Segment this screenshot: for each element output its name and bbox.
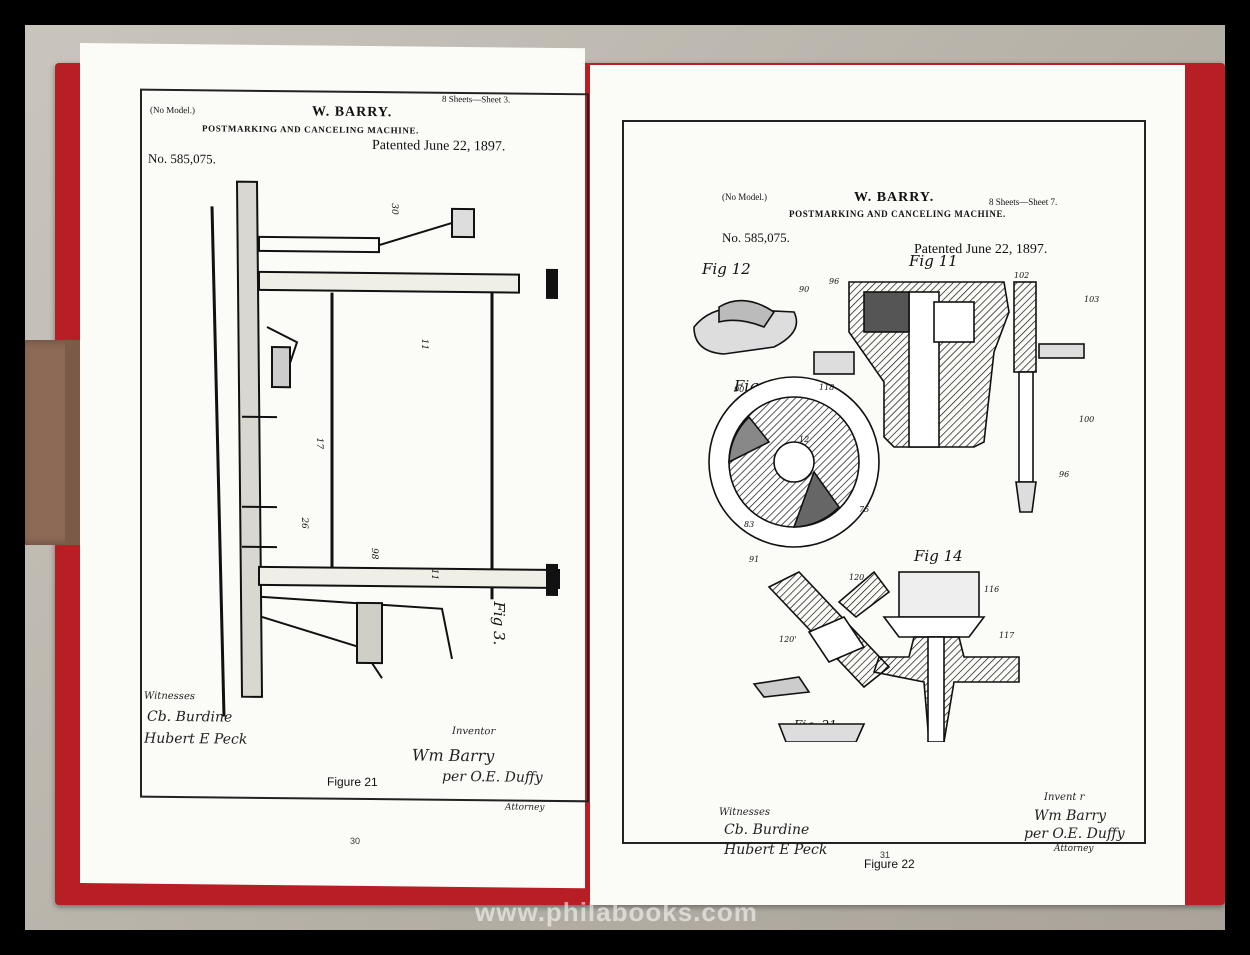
svg-text:83: 83 <box>744 520 754 529</box>
svg-text:120': 120' <box>779 635 796 644</box>
page-number: 30 <box>350 835 361 846</box>
fig-14-label: Fig 14 <box>914 547 963 565</box>
svg-text:103: 103 <box>1084 295 1099 304</box>
patent-drawing-fig3: 30 11 26 17 11 98 <box>210 180 560 717</box>
svg-text:91: 91 <box>749 555 759 564</box>
svg-text:98: 98 <box>369 548 379 560</box>
svg-text:117: 117 <box>999 631 1015 640</box>
svg-text:96: 96 <box>1059 470 1069 479</box>
witnesses-label: Witnesses <box>719 807 770 818</box>
witness-signature-1: Cb. Burdine <box>147 708 233 726</box>
watermark: www.philabooks.com <box>475 897 758 927</box>
svg-text:90: 90 <box>734 385 744 394</box>
model-note: (No Model.) <box>722 192 767 202</box>
inventor-name: W. BARRY. <box>854 190 935 205</box>
patent-number: No. 585,075. <box>148 150 216 167</box>
svg-text:90: 90 <box>799 285 809 294</box>
svg-text:17: 17 <box>314 437 324 449</box>
witness-signature-2: Hubert E Peck <box>144 730 248 748</box>
right-page: (No Model.) 8 Sheets—Sheet 7. W. BARRY. … <box>590 65 1185 905</box>
patent-number: No. 585,075. <box>722 230 790 245</box>
svg-text:75: 75 <box>859 505 869 514</box>
svg-text:116: 116 <box>984 585 999 594</box>
model-note: (No Model.) <box>150 104 195 116</box>
attorney-label: Attorney <box>505 802 545 813</box>
svg-text:102: 102 <box>1014 272 1029 280</box>
attorney-signature: per O.E. Duffy <box>1024 826 1125 842</box>
inventor-label: Invent r <box>1044 792 1085 803</box>
witnesses-label: Witnesses <box>144 690 195 703</box>
machine-title: POSTMARKING AND CANCELING MACHINE. <box>789 209 1006 219</box>
inventor-signature: Wm Barry <box>1034 808 1107 824</box>
inventor-name: W. BARRY. <box>312 104 393 121</box>
right-page-frame: (No Model.) 8 Sheets—Sheet 7. W. BARRY. … <box>622 120 1146 871</box>
patent-drawings-fig11-14: 90 96 102 103 100 96 90 118 83 75 91 12 120 116… <box>693 272 1099 742</box>
machine-title: POSTMARKING AND CANCELING MACHINE. <box>202 123 419 136</box>
book-photo: (No Model.) 8 Sheets—Sheet 3. W. BARRY. … <box>25 25 1225 930</box>
witness-signature-1: Cb. Burdine <box>724 822 810 838</box>
patent-date: Patented June 22, 1897. <box>372 138 506 155</box>
svg-text:12: 12 <box>799 435 809 444</box>
fig-12-label: Fig 12 <box>702 260 751 278</box>
page-number: 31 <box>880 850 891 860</box>
left-page-frame: (No Model.) 8 Sheets—Sheet 3. W. BARRY. … <box>140 88 589 803</box>
svg-text:118: 118 <box>819 383 834 392</box>
fig-3-label: Fig 3. <box>489 601 508 646</box>
sheet-note: 8 Sheets—Sheet 7. <box>989 197 1058 207</box>
inventor-label: Inventor <box>452 725 496 738</box>
witness-signature-2: Hubert E Peck <box>724 842 828 858</box>
svg-text:100: 100 <box>1079 415 1094 424</box>
patent-date: Patented June 22, 1897. <box>914 242 1048 257</box>
attorney-label: Attorney <box>1054 844 1094 854</box>
left-page: (No Model.) 8 Sheets—Sheet 3. W. BARRY. … <box>80 43 589 889</box>
svg-text:26: 26 <box>299 516 309 529</box>
figure-caption: Figure 21 <box>327 774 378 790</box>
fig-11-label: Fig 11 <box>909 252 958 270</box>
attorney-signature: per O.E. Duffy <box>442 768 543 786</box>
svg-text:11: 11 <box>419 339 429 351</box>
svg-text:120: 120 <box>849 573 864 582</box>
svg-text:30: 30 <box>389 203 399 215</box>
svg-text:11: 11 <box>429 569 439 581</box>
inventor-signature: Wm Barry <box>412 745 495 766</box>
figure-caption: Figure 22 <box>864 857 915 871</box>
svg-text:96: 96 <box>829 277 839 286</box>
sheet-note: 8 Sheets—Sheet 3. <box>442 93 511 105</box>
